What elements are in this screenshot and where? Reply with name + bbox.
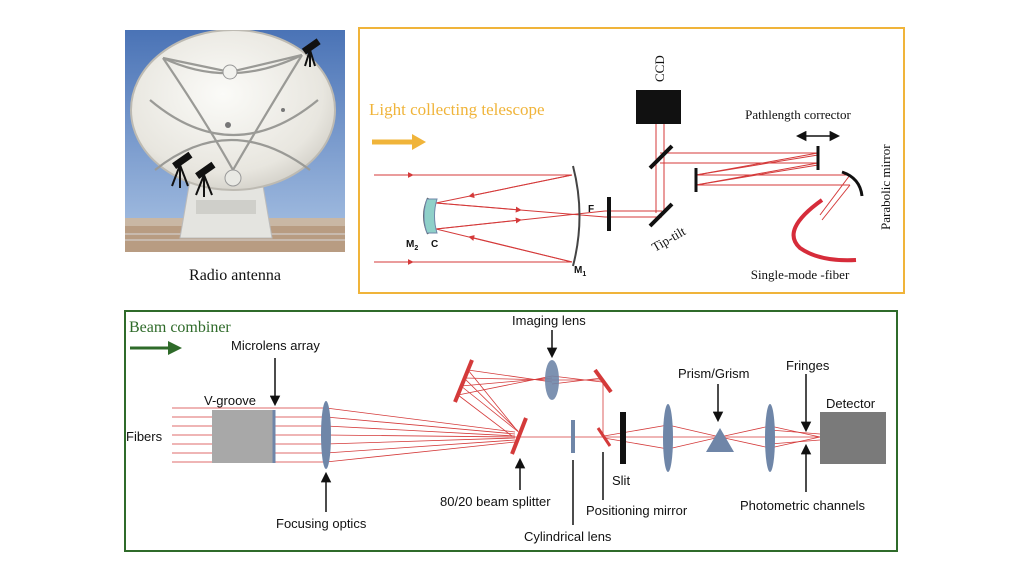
label-microlens-array: Microlens array <box>231 338 320 353</box>
beam-splitter <box>510 417 528 455</box>
combiner-panel-frame <box>124 310 898 552</box>
corrector-cell-c <box>423 198 438 234</box>
primary-mirror-m1 <box>572 165 581 267</box>
label-v-groove: V-groove <box>204 393 256 408</box>
collimating-lens <box>663 404 673 472</box>
label-detector: Detector <box>826 396 876 411</box>
telescope-icon <box>301 38 321 67</box>
imaging-lens <box>545 360 559 400</box>
combiner-rays <box>172 369 821 463</box>
telescope-icon <box>171 151 193 188</box>
label-focusing-optics: Focusing optics <box>276 516 367 531</box>
label-c: C <box>431 239 438 250</box>
label-imaging-lens: Imaging lens <box>512 313 586 328</box>
label-photometric-channels: Photometric channels <box>740 498 866 513</box>
label-parabolic-mirror: Parabolic mirror <box>878 144 893 230</box>
telescope-rays <box>374 124 851 265</box>
radio-antenna-photo <box>125 30 345 252</box>
label-fibers: Fibers <box>126 429 163 444</box>
telescope-panel-title: Light collecting telescope <box>369 100 545 119</box>
combiner-arrowhead <box>168 341 182 355</box>
combiner-panel-title: Beam combiner <box>129 319 231 336</box>
label-single-mode-fiber: Single-mode -fiber <box>751 267 850 282</box>
turning-mirror-left <box>453 359 474 403</box>
label-ccd: CCD <box>652 55 667 82</box>
telescope-icon <box>195 161 216 197</box>
label-m1: M1 <box>574 265 586 278</box>
turning-mirror-right <box>593 368 613 394</box>
tip-tilt-mirror <box>648 202 674 228</box>
label-pathlength-corrector: Pathlength corrector <box>745 107 851 122</box>
detector <box>820 412 886 464</box>
prism-grism <box>706 428 734 452</box>
label-fringes: Fringes <box>786 358 830 373</box>
telescope-panel-frame <box>358 27 905 294</box>
label-slit: Slit <box>612 473 630 488</box>
label-cylindrical-lens: Cylindrical lens <box>524 529 612 544</box>
positioning-mirror <box>596 427 612 447</box>
single-mode-fiber <box>791 198 857 263</box>
slit <box>620 412 626 464</box>
label-positioning-mirror: Positioning mirror <box>586 503 688 518</box>
cylindrical-lens <box>571 420 575 453</box>
label-beam-splitter: 80/20 beam splitter <box>440 494 551 509</box>
camera-lens <box>765 404 775 472</box>
label-tip-tilt: Tip-tilt <box>649 223 688 254</box>
photo-caption: Radio antenna <box>189 267 281 284</box>
focusing-lens <box>321 401 331 469</box>
label-prism-grism: Prism/Grism <box>678 366 750 381</box>
incoming-light-arrowhead <box>412 134 426 150</box>
ccd-detector <box>636 90 681 124</box>
label-f: F <box>588 204 594 215</box>
upper-fold-mirror <box>648 144 674 170</box>
parabolic-mirror <box>841 170 864 197</box>
label-m2: M2 <box>406 239 418 252</box>
v-groove-block <box>212 410 274 463</box>
